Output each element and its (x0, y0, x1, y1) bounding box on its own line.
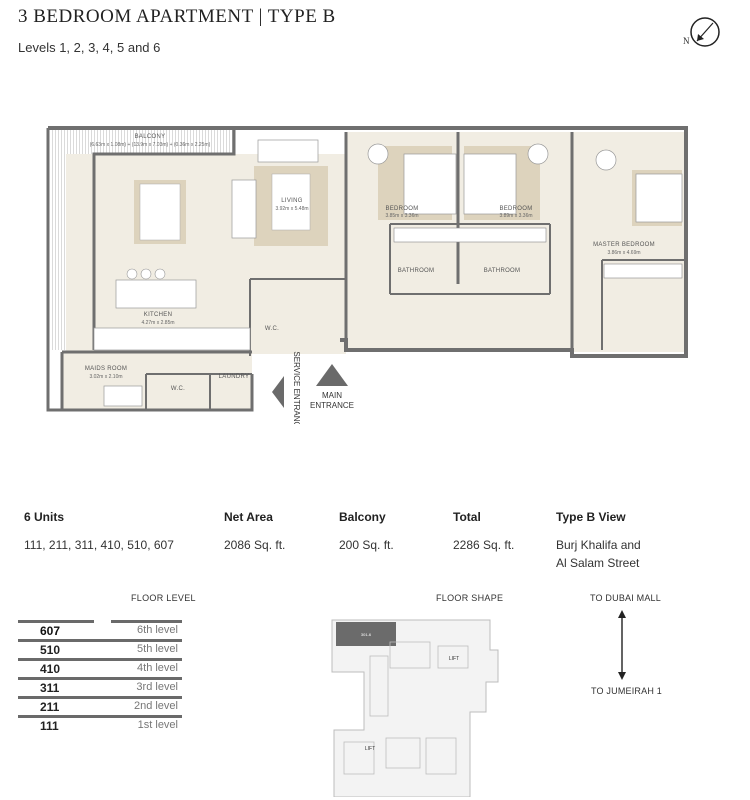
floor-unit: 311 (40, 681, 60, 695)
floor-row: 211 2nd level (18, 696, 182, 715)
stat-view-value-1: Burj Khalifa and (556, 538, 641, 552)
floor-row: 510 5th level (18, 639, 182, 658)
floor-level-table: 607 6th level 510 5th level 410 4th leve… (18, 620, 182, 734)
maids-label: MAIDS ROOM (85, 366, 127, 372)
floor-level-title: FLOOR LEVEL (131, 593, 196, 603)
stat-total-value: 2286 Sq. ft. (453, 538, 515, 552)
maids-dims: 3.02m x 2.10m (89, 374, 122, 380)
stat-balcony-value: 200 Sq. ft. (339, 538, 394, 552)
stat-view-value-2: Al Salam Street (556, 556, 640, 570)
stat-balcony: Balcony 200 Sq. ft. (339, 510, 394, 554)
kitchen-counter (93, 327, 251, 351)
bedroom2-label: BEDROOM (499, 206, 532, 212)
sofa (257, 139, 319, 163)
balcony-label: BALCONY (135, 134, 166, 140)
floor-level: 5th level (137, 643, 178, 655)
main-entrance-label-1: MAIN (322, 391, 342, 400)
compass-icon (690, 17, 720, 47)
master-label: MASTER BEDROOM (593, 242, 655, 248)
balcony-side-area (48, 130, 66, 350)
stat-units: 6 Units 111, 211, 311, 410, 510, 607 (24, 510, 174, 554)
bedroom1-dims: 3.85m x 3.36m (385, 213, 418, 219)
floor-unit: 410 (40, 662, 61, 676)
floor-unit: 211 (40, 700, 60, 714)
floor-plan: BALCONY (6.63m x 1.08m) + (13.9m x 7.03m… (40, 124, 700, 433)
floor-shape-lift-label-2: LIFT (365, 746, 375, 752)
maids-bed (103, 385, 143, 407)
kitchen-label: KITCHEN (144, 312, 172, 318)
service-entrance-label: SERVICE ENTRANCE (292, 351, 301, 424)
master-dims: 3.86m x 4.69m (607, 250, 640, 256)
balcony-dims: (6.63m x 1.08m) + (13.9m x 7.03m) + (0.3… (90, 142, 211, 148)
wc2-label: W.C. (171, 386, 185, 392)
bathroom1-label: BATHROOM (398, 268, 435, 274)
stat-view-head: Type B View (556, 510, 626, 524)
master-wardrobe (603, 263, 683, 279)
stat-net-area-value: 2086 Sq. ft. (224, 538, 286, 552)
page-subtitle: Levels 1, 2, 3, 4, 5 and 6 (18, 40, 161, 55)
page-title: 3 BEDROOM APARTMENT | TYPE B (18, 6, 336, 27)
compass-north-label: N (683, 36, 690, 46)
stat-total-head: Total (453, 510, 481, 524)
living-dims: 3.92m x 5.48m (275, 206, 308, 212)
stat-units-head: 6 Units (24, 510, 65, 524)
coffee-table (271, 173, 311, 231)
wardrobe (393, 227, 547, 243)
floor-shape-highlight-label: 301-6 (361, 632, 372, 637)
direction-bottom-label: TO JUMEIRAH 1 (591, 686, 662, 696)
floor-level: 6th level (137, 624, 178, 636)
stat-balcony-head: Balcony (339, 510, 386, 524)
master-bed (635, 173, 683, 223)
bedroom2-bed (463, 153, 517, 215)
floor-level: 2nd level (133, 700, 178, 712)
unit-stats: 6 Units 111, 211, 311, 410, 510, 607 Net… (0, 510, 750, 590)
direction-top-label: TO DUBAI MALL (590, 593, 661, 603)
stat-total: Total 2286 Sq. ft. (453, 510, 514, 554)
bedroom1-bed (403, 153, 457, 215)
floor-level: 1st level (137, 719, 178, 731)
kitchen-dims: 4.27m x 2.85m (141, 320, 174, 326)
floor-row: 111 1st level (18, 715, 182, 734)
floor-unit: 111 (40, 719, 59, 733)
floor-row: 410 4th level (18, 658, 182, 677)
armchair-left (231, 179, 257, 239)
bedroom2-dims: 3.89m x 3.36m (499, 213, 532, 219)
stat-net-area: Net Area 2086 Sq. ft. (224, 510, 285, 554)
floor-shape-map: 301-6 LIFT LIFT (331, 619, 499, 797)
bathroom2-label: BATHROOM (484, 268, 521, 274)
floor-shape-highlight (336, 622, 396, 646)
direction-arrow-icon (618, 610, 626, 680)
floor-row: 311 3rd level (18, 677, 182, 696)
main-entrance-label-2: ENTRANCE (310, 401, 354, 410)
laundry-label: LAUNDRY (219, 374, 250, 380)
floor-unit: 607 (40, 624, 61, 638)
floor-shape-lift-label-1: LIFT (449, 656, 459, 662)
floor-unit: 510 (40, 643, 61, 657)
wc-label: W.C. (265, 326, 279, 332)
kitchen-island (115, 279, 197, 309)
floor-row: 607 6th level (18, 620, 182, 639)
living-label: LIVING (281, 198, 303, 204)
stat-units-value: 111, 211, 311, 410, 510, 607 (24, 538, 174, 552)
bedroom1-label: BEDROOM (385, 206, 418, 212)
balcony-top-area (48, 130, 234, 154)
floor-shape-title: FLOOR SHAPE (436, 593, 504, 603)
floor-level: 3rd level (136, 681, 178, 693)
main-entrance-arrow-icon (316, 364, 348, 386)
stat-view: Type B View Burj Khalifa and Al Salam St… (556, 510, 641, 572)
floor-plan-drawing: BALCONY (6.63m x 1.08m) + (13.9m x 7.03m… (46, 126, 688, 433)
stat-net-area-head: Net Area (224, 510, 273, 524)
floor-level: 4th level (137, 662, 178, 674)
service-entrance-arrow-icon (272, 376, 284, 408)
dining-table (139, 183, 181, 241)
